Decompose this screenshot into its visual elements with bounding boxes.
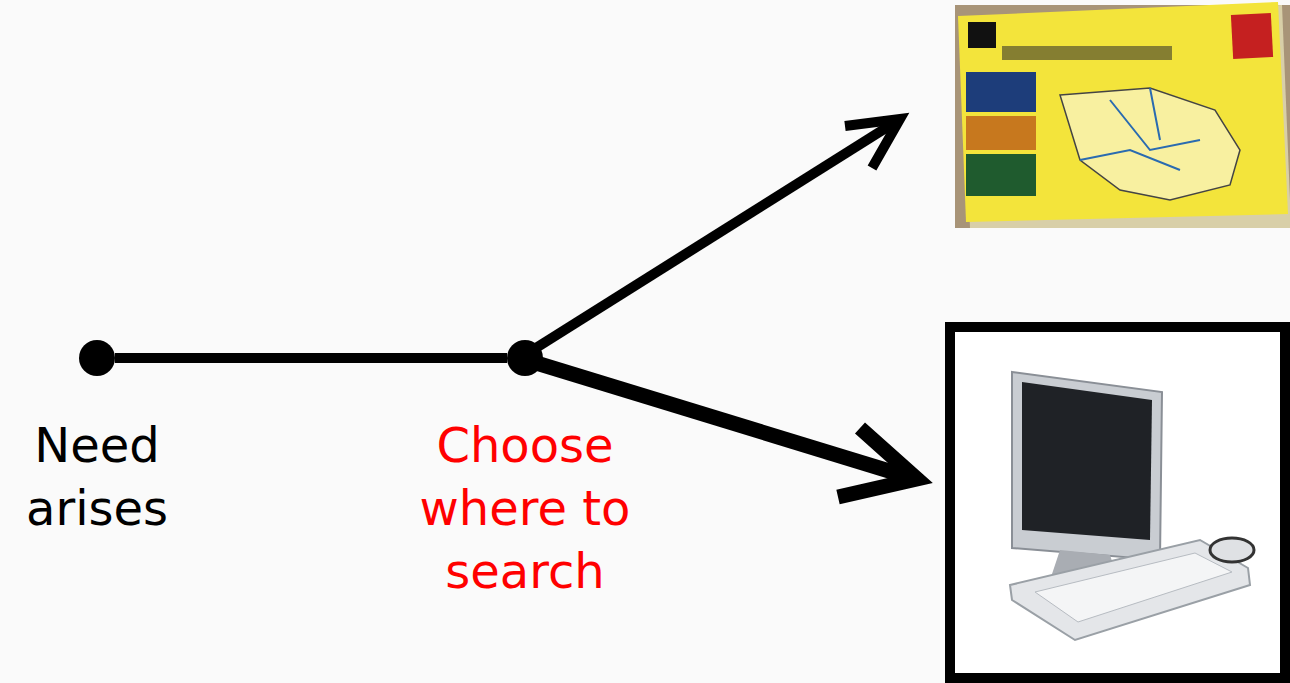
logo-block <box>968 22 996 48</box>
ad-block <box>966 72 1036 112</box>
arrow-head <box>845 119 900 168</box>
arrow-head <box>838 428 917 497</box>
keyboard-keys <box>1035 553 1232 622</box>
node-label: Choose where to search <box>400 414 650 603</box>
ad-block <box>966 116 1036 150</box>
dot-marker <box>507 340 543 376</box>
phone-book-photo <box>955 2 1290 228</box>
monitor-bezel <box>1012 372 1162 560</box>
corner-badge <box>1231 13 1273 59</box>
connector-line <box>115 353 507 363</box>
arrow-shaft <box>520 121 897 358</box>
map-outline <box>1060 88 1240 200</box>
node-label: Need arises <box>0 414 194 540</box>
monitor-screen <box>1022 382 1152 540</box>
mouse <box>1210 538 1254 562</box>
point-node: Choose where to search <box>400 340 650 603</box>
picture-frame <box>950 327 1285 678</box>
point-node: Need arises <box>0 340 194 540</box>
map-roads <box>1080 88 1200 170</box>
title-band <box>1002 46 1172 60</box>
computer-picture <box>950 327 1285 678</box>
dot-marker <box>79 340 115 376</box>
book-cover <box>958 2 1288 222</box>
ad-block <box>966 154 1036 196</box>
arrow-to-book <box>520 119 900 358</box>
